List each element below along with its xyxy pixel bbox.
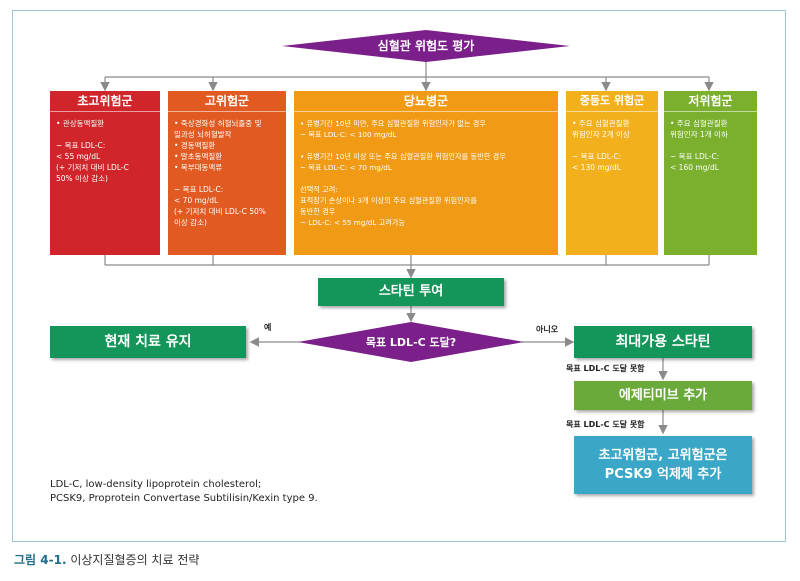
category-body: • 죽상경화성 허혈뇌졸중 및 일과성 뇌허혈발작 • 경동맥질환 • 말초동맥… bbox=[174, 119, 266, 227]
category-title: 저위험군 bbox=[664, 91, 757, 112]
note-line: PCSK9, Proprotein Convertase Subtilisin/… bbox=[50, 493, 318, 504]
risk-assessment-diamond bbox=[282, 30, 570, 62]
category-body: • 주요 심혈관질환 위험인자 2개 이상 ~ 목표 LDL-C: < 130 … bbox=[572, 119, 630, 172]
category-very-high-risk: 초고위험군 • 관상동맥질환 ~ 목표 LDL-C: < 55 mg/dL (+… bbox=[50, 91, 160, 255]
risk-assessment-title: 심혈관 위험도 평가 bbox=[377, 39, 475, 53]
not-reached-label-2: 목표 LDL-C 도달 못함 bbox=[566, 420, 645, 429]
figure-frame bbox=[12, 10, 786, 542]
statin-box: 스타틴 투여 bbox=[318, 278, 504, 306]
max-statin-box: 최대가용 스타틴 bbox=[574, 326, 752, 358]
caption-text: 이상지질혈증의 치료 전략 bbox=[70, 553, 200, 567]
decision-diamond bbox=[298, 322, 524, 362]
no-label: 아니오 bbox=[536, 325, 559, 334]
yes-label: 예 bbox=[264, 323, 272, 332]
maintain-treatment-box: 현재 치료 유지 bbox=[50, 326, 246, 358]
category-high-risk: 고위험군 • 죽상경화성 허혈뇌졸중 및 일과성 뇌허혈발작 • 경동맥질환 •… bbox=[168, 91, 286, 255]
not-reached-label-1: 목표 LDL-C 도달 못함 bbox=[566, 364, 645, 373]
ezetimibe-box: 에제티미브 추가 bbox=[574, 381, 752, 410]
note-line: LDL-C, low-density lipoprotein cholester… bbox=[50, 479, 262, 490]
category-low-risk: 저위험군 • 주요 심혈관질환 위험인자 1개 이하 ~ 목표 LDL-C: <… bbox=[664, 91, 757, 255]
figure-caption: 그림 4-1. 이상지질혈증의 치료 전략 bbox=[14, 551, 199, 568]
category-title: 중등도 위험군 bbox=[566, 91, 658, 112]
category-diabetes: 당뇨병군 • 유병기간 10년 미만, 주요 심혈관질환 위험인자가 없는 경우… bbox=[294, 91, 558, 255]
decision-label: 목표 LDL-C 도달? bbox=[365, 336, 457, 349]
category-moderate-risk: 중등도 위험군 • 주요 심혈관질환 위험인자 2개 이상 ~ 목표 LDL-C… bbox=[566, 91, 658, 255]
category-title: 고위험군 bbox=[168, 91, 286, 112]
category-title: 당뇨병군 bbox=[294, 91, 558, 112]
abbreviation-notes: LDL-C, low-density lipoprotein cholester… bbox=[50, 478, 318, 506]
category-body: • 유병기간 10년 미만, 주요 심혈관질환 위험인자가 없는 경우 ~ 목표… bbox=[300, 119, 506, 227]
category-body: • 주요 심혈관질환 위험인자 1개 이하 ~ 목표 LDL-C: < 160 … bbox=[670, 119, 728, 172]
category-body: • 관상동맥질환 ~ 목표 LDL-C: < 55 mg/dL (+ 기저치 대… bbox=[56, 119, 129, 183]
category-title: 초고위험군 bbox=[50, 91, 160, 112]
caption-label: 그림 4-1. bbox=[14, 553, 67, 567]
pcsk9-box: 초고위험군, 고위험군은 PCSK9 억제제 추가 bbox=[574, 436, 752, 494]
